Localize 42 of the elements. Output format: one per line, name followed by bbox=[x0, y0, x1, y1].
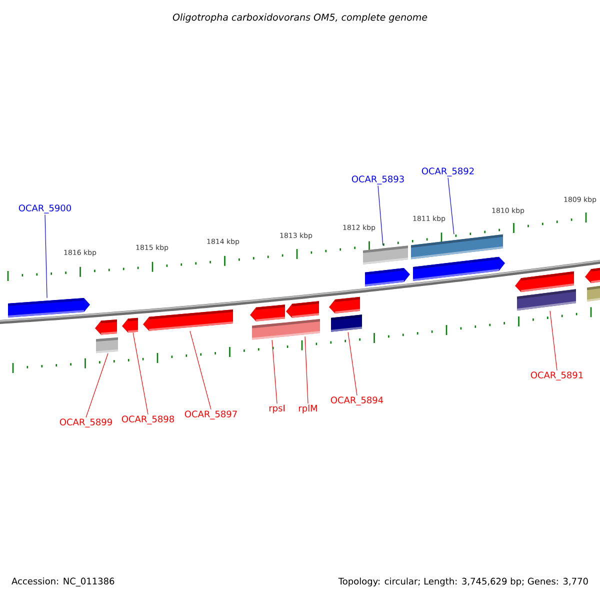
gene-bar bbox=[287, 319, 320, 336]
gene-bar bbox=[517, 289, 576, 311]
gene-bar bbox=[363, 246, 408, 265]
gene-block bbox=[515, 271, 574, 292]
leader-line bbox=[272, 340, 278, 404]
gene-label: OCAR_5894 bbox=[330, 396, 384, 406]
leader-line bbox=[86, 353, 108, 418]
gene-label: OCAR_5892 bbox=[422, 168, 474, 176]
leader-line bbox=[190, 330, 212, 410]
leader-line bbox=[550, 310, 558, 371]
gene-label: OCAR_5898 bbox=[122, 416, 174, 424]
gene-label: rpsI bbox=[269, 404, 284, 414]
gene-block bbox=[329, 296, 360, 314]
gene-bar bbox=[331, 314, 362, 332]
gene-block bbox=[286, 301, 319, 318]
gene-bar bbox=[252, 322, 287, 340]
gene-block bbox=[122, 318, 138, 333]
gene-bar bbox=[96, 337, 118, 354]
gene-block bbox=[8, 298, 90, 318]
footer-text: Accession: NC_011386 bbox=[12, 578, 114, 586]
gene-block bbox=[143, 310, 233, 331]
leader-line bbox=[448, 177, 454, 234]
gene-block bbox=[250, 304, 285, 322]
leader-line bbox=[304, 336, 308, 404]
leader-line bbox=[132, 332, 148, 415]
gene-label: rplM bbox=[298, 404, 317, 414]
gene-label: OCAR_5891 bbox=[530, 372, 583, 380]
gene-label: OCAR_5897 bbox=[184, 410, 237, 420]
gene-block bbox=[585, 266, 600, 284]
leader-line bbox=[378, 185, 384, 246]
gene-block bbox=[95, 320, 117, 335]
leader-line bbox=[44, 214, 48, 298]
footer-text: Topology: circular; Length: 3,745,629 bp; Genes: 3,770 bbox=[338, 578, 588, 586]
gene-label: OCAR_5899 bbox=[60, 418, 112, 428]
gene-bar bbox=[411, 234, 503, 260]
gene-label: OCAR_5893 bbox=[352, 176, 404, 184]
gene-block bbox=[413, 256, 505, 282]
gene-label: OCAR_5900 bbox=[18, 204, 71, 214]
gene-block bbox=[365, 268, 410, 286]
title: Oligotropha carboxidovorans OM5, complete genome bbox=[172, 13, 428, 23]
leader-line bbox=[348, 332, 358, 396]
gene-bar bbox=[587, 284, 600, 302]
